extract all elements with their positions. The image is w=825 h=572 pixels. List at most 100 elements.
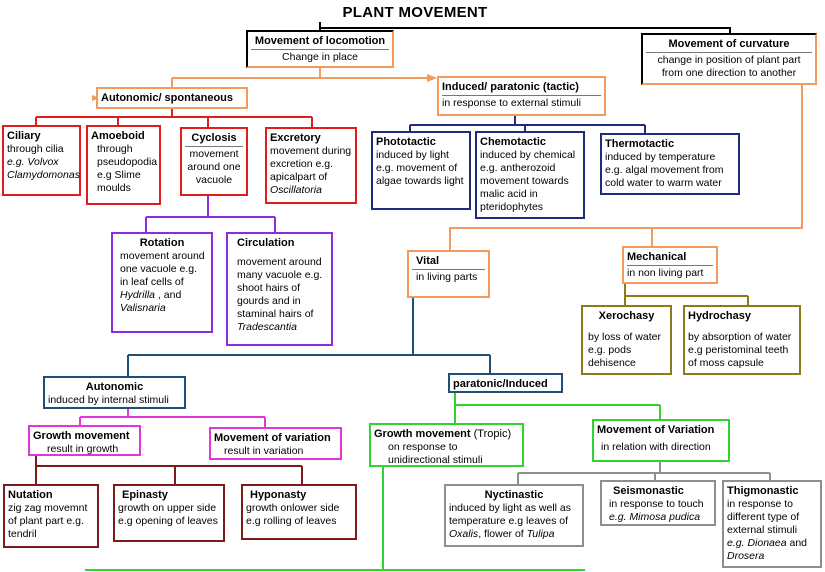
node-thigmonastic-title: Thigmonastic	[727, 485, 799, 497]
node-curvature-title: Movement of curvature	[646, 37, 812, 53]
node-ciliary-example: e.g. Volvox Clamydomonas	[7, 156, 80, 181]
node-nutation: Nutation zig zag movemnt of plant part e…	[3, 484, 99, 548]
node-ciliary-desc: through cilia	[7, 143, 64, 155]
node-locomotion: Movement of locomotion Change in place	[246, 30, 394, 68]
node-hydrochasy-desc: by absorption of water e.g peristominal …	[688, 331, 792, 369]
node-seismonastic-example: e.g. Mimosa pudica	[609, 511, 701, 523]
node-circulation-example: Tradescantia	[237, 321, 297, 333]
node-thermotactic: Thermotactic induced by temperature e.g.…	[600, 133, 740, 195]
node-variation-direction-title: Movement of Variation	[597, 424, 715, 436]
node-seismonastic-title: Seismonastic	[613, 485, 684, 497]
node-excretory-title: Excretory	[270, 132, 321, 144]
node-autonomic-title: Autonomic	[85, 381, 144, 393]
node-thermotactic-title: Thermotactic	[605, 138, 675, 150]
node-circulation-title: Circulation	[237, 237, 295, 249]
node-hyponasty-desc: growth onlower side e.g rolling of leave…	[246, 502, 340, 527]
node-autonomic-spontaneous: Autonomic/ spontaneous	[96, 87, 248, 109]
node-paratonic-induced: paratonic/Induced	[448, 373, 563, 393]
node-circulation-desc: movement around many vacuole e.g. shoot …	[237, 256, 323, 320]
node-autonomic: Autonomic induced by internal stimuli	[43, 376, 186, 409]
node-thigmonastic-example-prefix: e.g.	[727, 537, 745, 549]
node-rotation-example-1: Hydrilla	[120, 289, 156, 301]
node-ciliary-title: Ciliary	[7, 130, 41, 142]
node-phototactic: Phototactic induced by light e.g. moveme…	[371, 131, 471, 210]
node-thigmonastic: Thigmonastic in response to different ty…	[722, 480, 822, 568]
node-autonomic-desc: induced by internal stimuli	[48, 394, 169, 406]
node-thigmonastic-example-2: Drosera	[727, 550, 765, 562]
node-thigmonastic-desc: in response to different type of externa…	[727, 498, 800, 536]
node-hydrochasy: Hydrochasy by absorption of water e.g pe…	[683, 305, 801, 375]
node-rotation: Rotation movement around one vacuole e.g…	[111, 232, 213, 333]
node-variation-autonomic: Movement of variation result in variatio…	[209, 427, 342, 460]
node-rotation-title: Rotation	[139, 237, 185, 249]
node-vital: Vital in living parts	[407, 250, 490, 298]
node-variation-autonomic-title: Movement of variation	[214, 432, 331, 444]
node-thigmonastic-example-1: Dionaea	[747, 537, 787, 549]
node-locomotion-desc: Change in place	[282, 51, 358, 63]
node-growth-movement-autonomic: Growth movement result in growth	[28, 425, 141, 456]
node-cyclosis-title: Cyclosis	[185, 131, 243, 147]
node-growth-movement-tropic-desc: on response to unidirectional stimuli	[388, 441, 483, 466]
node-xerochasy: Xerochasy by loss of water e.g. pods deh…	[581, 305, 672, 375]
node-nutation-desc: zig zag movemnt of plant part e.g. tendr…	[8, 502, 88, 540]
node-variation-direction-desc: in relation with direction	[601, 441, 711, 453]
node-nyctinastic-mid: , flower of	[478, 528, 524, 540]
node-chemotactic-title: Chemotactic	[480, 136, 547, 148]
node-growth-movement-tropic-title: Growth movement	[374, 428, 471, 440]
node-autonomic-spontaneous-title: Autonomic/ spontaneous	[101, 92, 233, 104]
node-paratonic-induced-title: paratonic/Induced	[453, 378, 548, 390]
node-nyctinastic-example-2: Tulipa	[526, 528, 555, 540]
node-seismonastic-desc: in response to touch	[609, 498, 704, 510]
node-induced-paratonic: Induced/ paratonic (tactic) in response …	[437, 76, 606, 116]
diagram-title: PLANT MOVEMENT	[342, 4, 488, 21]
node-locomotion-title: Movement of locomotion	[251, 34, 389, 50]
node-phototactic-desc: induced by light e.g. movement of algae …	[376, 149, 464, 187]
node-ciliary: Ciliary through cilia e.g. Volvox Clamyd…	[2, 125, 81, 196]
node-rotation-example-2: Valisnaria	[120, 302, 166, 314]
node-chemotactic: Chemotactic induced by chemical e.g. ant…	[475, 131, 585, 219]
node-mechanical-desc: in non living part	[627, 267, 704, 279]
node-variation-direction: Movement of Variation in relation with d…	[592, 419, 730, 462]
node-hydrochasy-title: Hydrochasy	[688, 310, 751, 322]
node-xerochasy-title: Xerochasy	[598, 310, 655, 322]
node-nyctinastic-desc: induced by light as well as temperature …	[449, 502, 571, 527]
node-curvature: Movement of curvature change in position…	[641, 33, 817, 85]
node-excretory-example: Oscillatoria	[270, 184, 322, 196]
node-nyctinastic-example-1: Oxalis	[449, 528, 479, 540]
node-hyponasty: Hyponasty growth onlower side e.g rollin…	[241, 484, 357, 540]
node-thermotactic-desc: induced by temperature e.g. algal moveme…	[605, 151, 724, 189]
node-growth-movement-tropic: Growth movement (Tropic) on response to …	[369, 423, 524, 467]
node-amoeboid-title: Amoeboid	[91, 130, 145, 142]
node-growth-movement-autonomic-title: Growth movement	[33, 430, 130, 442]
node-variation-autonomic-desc: result in variation	[224, 445, 304, 457]
node-epinasty: Epinasty growth on upper side e.g openin…	[113, 484, 225, 542]
node-mechanical-title: Mechanical	[627, 250, 713, 266]
node-cyclosis: Cyclosis movement around one vacuole	[180, 127, 248, 196]
node-nyctinastic: Nyctinastic induced by light as well as …	[444, 484, 584, 547]
node-excretory: Excretory movement during excretion e.g.…	[265, 127, 357, 204]
node-thigmonastic-mid: and	[786, 537, 807, 549]
node-induced-paratonic-title: Induced/ paratonic (tactic)	[442, 80, 601, 96]
node-curvature-desc: change in position of plant part from on…	[657, 54, 801, 79]
node-induced-paratonic-desc: in response to external stimuli	[442, 97, 581, 109]
node-amoeboid: Amoeboid through pseudopodia e.g Slime m…	[86, 125, 161, 205]
node-seismonastic: Seismonastic in response to touch e.g. M…	[600, 480, 716, 526]
node-chemotactic-desc: induced by chemical e.g. antherozoid mov…	[480, 149, 576, 213]
node-circulation: Circulation movement around many vacuole…	[226, 232, 333, 346]
node-vital-desc: in living parts	[416, 271, 478, 283]
node-xerochasy-desc: by loss of water e.g. pods dehisence	[588, 331, 661, 369]
node-mechanical: Mechanical in non living part	[622, 246, 718, 284]
node-epinasty-title: Epinasty	[122, 489, 168, 501]
node-hyponasty-title: Hyponasty	[250, 489, 307, 501]
node-nyctinastic-title: Nyctinastic	[484, 489, 544, 501]
node-cyclosis-desc: movement around one vacuole	[187, 148, 241, 186]
node-phototactic-title: Phototactic	[376, 136, 436, 148]
node-nutation-title: Nutation	[8, 489, 53, 501]
node-growth-movement-autonomic-desc: result in growth	[47, 443, 119, 455]
node-excretory-desc: movement during excretion e.g. apicalpar…	[270, 145, 352, 183]
node-rotation-desc: movement around one vacuole e.g. in leaf…	[120, 250, 205, 288]
node-rotation-mid: , and	[155, 289, 182, 301]
node-epinasty-desc: growth on upper side e.g opening of leav…	[118, 502, 218, 527]
node-vital-title: Vital	[412, 254, 485, 270]
